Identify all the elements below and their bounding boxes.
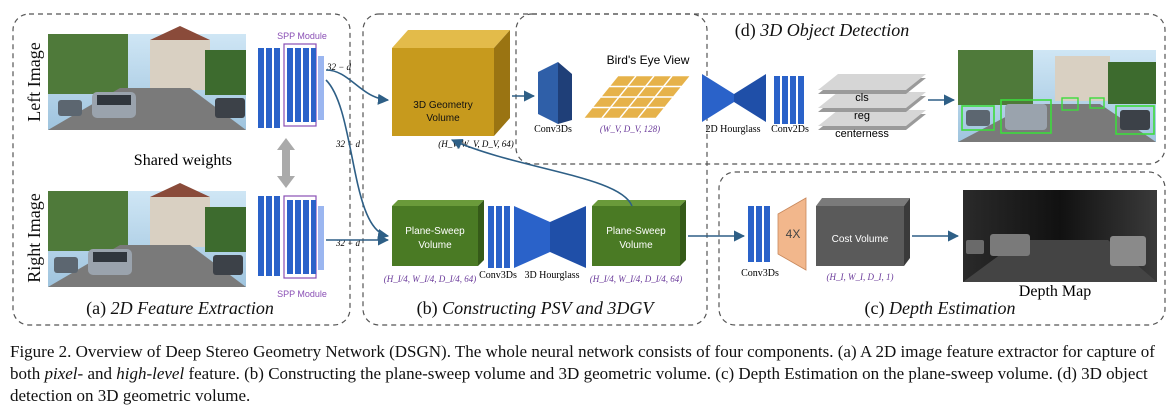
spp-module-label-top: SPP Module: [277, 31, 327, 41]
dsgn-architecture-diagram: Left Image Right Image: [12, 13, 1166, 326]
left-image: [48, 26, 246, 130]
bev-grid: [583, 75, 691, 119]
psv-right-label-1: Plane-Sweep: [606, 226, 666, 237]
psv-right-dims: (H_I/4, W_I/4, D_I/4, 64): [590, 274, 682, 284]
hourglass-2d-label: 2D Hourglass: [705, 124, 760, 135]
psv-left-cube: [392, 200, 484, 266]
conv3ds-d-label: Conv3Ds: [534, 124, 572, 135]
detection-heads: [818, 74, 926, 130]
spp-module-left: [283, 43, 324, 127]
panel-b-title: (b) Constructing PSV and 3DGV: [417, 298, 656, 319]
upsample-label: 4X: [786, 227, 801, 241]
arrow-left-feat-to-psv: [325, 79, 390, 240]
cost-volume-dims: (H_I, W_I, D_I, 1): [827, 272, 894, 282]
upsample-4x: [777, 197, 807, 271]
depth-map-image: [963, 190, 1157, 282]
right-image-label: Right Image: [24, 193, 44, 282]
panel-c-border: [718, 171, 1166, 326]
left-image-label: Left Image: [24, 42, 44, 121]
conv2ds-label: Conv2Ds: [771, 124, 809, 135]
geometry-volume-dims: (H_V, W_V, D_V, 64): [438, 139, 514, 149]
psv-right-cube: [592, 200, 686, 266]
shared-weights-label: Shared weights: [134, 152, 232, 169]
cost-volume-label: Cost Volume: [832, 234, 889, 245]
psv-left-label-1: Plane-Sweep: [405, 226, 465, 237]
hourglass-3d: [514, 206, 586, 268]
head-centerness-label: centerness: [835, 128, 889, 140]
panel-d-title: (d) 3D Object Detection: [735, 20, 909, 41]
conv3ds-b-blocks: [488, 206, 510, 268]
psv-left-label-2: Volume: [418, 240, 452, 251]
head-reg-label: reg: [854, 110, 870, 122]
spp-module-label-bottom: SPP Module: [277, 289, 327, 299]
conv3ds-c-label: Conv3Ds: [741, 268, 779, 279]
channel-label-top: 32 − d: [326, 62, 352, 72]
feature-stack-left: [258, 48, 280, 128]
psv-left-dims: (H_I/4, W_I/4, D_I/4, 64): [384, 274, 476, 284]
geometry-volume-label-2: Volume: [426, 113, 460, 124]
shared-weights-arrow: [277, 138, 295, 188]
depth-map-label: Depth Map: [1019, 283, 1091, 300]
hourglass-2d: [702, 74, 766, 122]
feature-stack-right: [258, 196, 280, 276]
geometry-volume-label-1: 3D Geometry: [413, 100, 472, 111]
panel-c-title: (c) Depth Estimation: [865, 298, 1016, 319]
cost-volume-cube: [816, 198, 910, 266]
arrow-psv-to-geometry: [450, 138, 633, 207]
detection-output-image: [958, 50, 1156, 142]
bev-dims: (W_V, D_V, 128): [600, 124, 660, 134]
conv2ds-blocks: [774, 76, 804, 124]
right-image: [48, 183, 246, 287]
conv3ds-b-label: Conv3Ds: [479, 270, 517, 281]
panel-d-border: [515, 13, 1166, 165]
head-cls-label: cls: [855, 92, 869, 104]
conv3ds-d-block: [538, 62, 572, 124]
hourglass-3d-label: 3D Hourglass: [524, 270, 579, 281]
geometry-volume-cube: [392, 30, 510, 136]
psv-right-label-2: Volume: [619, 240, 653, 251]
panel-a-title: (a) 2D Feature Extraction: [86, 298, 274, 319]
channel-label-bottom: 32 − d: [335, 238, 361, 248]
conv3ds-c-blocks: [748, 206, 770, 262]
arrow-left-feat-to-geometry: [325, 69, 390, 105]
figure-caption: Figure 2. Overview of Deep Stereo Geomet…: [10, 342, 1155, 405]
spp-module-right: [283, 195, 324, 279]
bev-label: Bird's Eye View: [607, 53, 690, 67]
panel-a-border: [12, 13, 351, 326]
channel-label-mid: 32 − d: [335, 139, 361, 149]
